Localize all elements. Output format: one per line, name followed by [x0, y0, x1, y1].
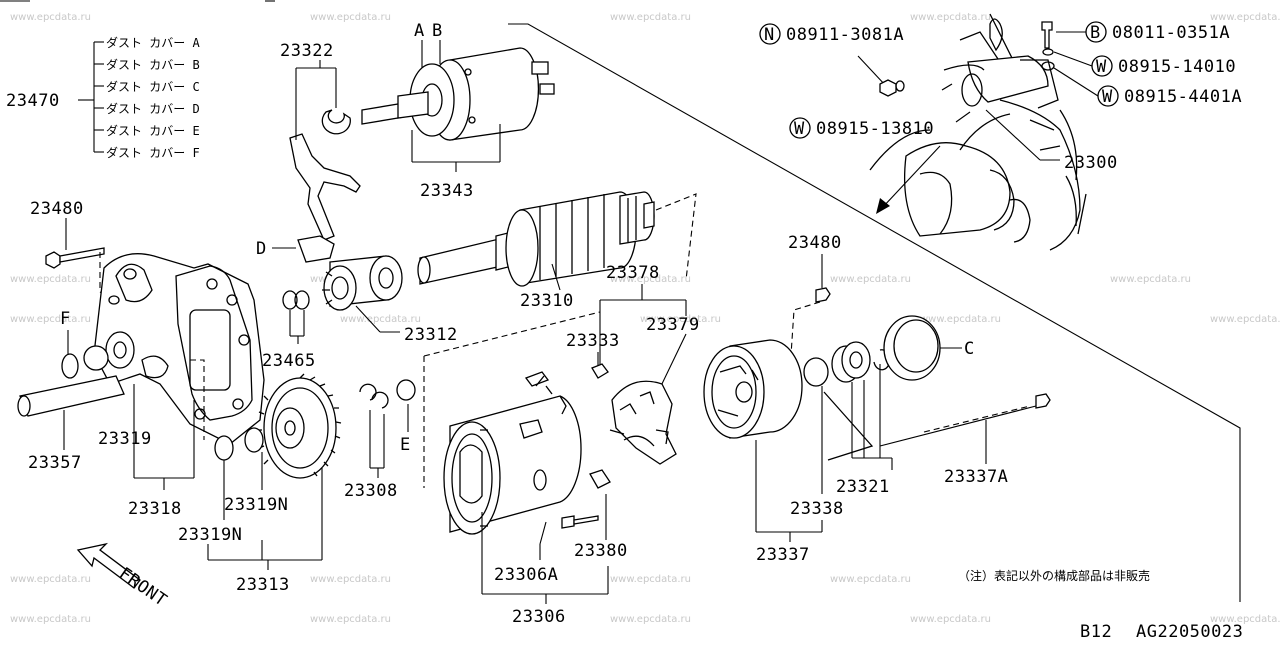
watermark: www.epcdata.ru — [830, 574, 911, 585]
diagram-code: AG22050023 — [1136, 622, 1243, 640]
part-number-label[interactable]: 08911-3081A — [786, 25, 904, 45]
part-number-label[interactable]: 23378 — [606, 263, 660, 283]
watermark: www.epcdata.ru — [1110, 274, 1191, 285]
badge-letter: B — [1090, 23, 1101, 43]
part-23308-clips: E 23308 — [344, 379, 416, 501]
watermark: www.epcdata.ru — [920, 314, 1001, 325]
badge-letter: W — [794, 119, 805, 139]
part-number-label[interactable]: 23343 — [420, 181, 474, 201]
part-23321-seals: 23338 C 23321 23337A — [790, 315, 1051, 519]
watermark: www.epcdata.ru — [10, 314, 91, 325]
marker-c: C — [964, 339, 975, 359]
dust-cover-item: ダスト カバー B — [106, 57, 200, 72]
part-23480-bolt-left: 23480 — [30, 199, 115, 301]
marker-e: E — [400, 435, 411, 455]
part-number-label[interactable]: 23300 — [1064, 153, 1118, 173]
part-number-label[interactable]: 23338 — [790, 499, 844, 519]
part-number-label[interactable]: 23321 — [836, 477, 890, 497]
part-number-label[interactable]: 23337A — [944, 467, 1008, 487]
part-number-label[interactable]: 08915-13810 — [816, 119, 934, 139]
badge-letter: N — [764, 25, 775, 45]
part-23337-end-frame: 23480 23337 — [703, 233, 842, 565]
part-23310-armature: 23310 — [417, 191, 697, 311]
part-23322-clip: 23322 — [280, 41, 361, 241]
dust-cover-list: 23470 ダスト カバー A ダスト カバー B ダスト カバー C ダスト … — [6, 35, 200, 160]
part-number-label[interactable]: 23470 — [6, 91, 60, 111]
part-number-label[interactable]: 23318 — [128, 499, 182, 519]
watermark: www.epcdata.ru — [1210, 614, 1280, 625]
note-text: （注）表記以外の構成部品は非販売 — [958, 568, 1150, 583]
watermark: www.epcdata.ru — [610, 274, 691, 285]
badge-n — [759, 23, 781, 45]
badge-letter: W — [1102, 87, 1113, 107]
part-number-label[interactable]: 23480 — [788, 233, 842, 253]
part-number-label[interactable]: 08915-14010 — [1118, 57, 1236, 77]
marker-a: A — [414, 21, 425, 41]
part-number-label[interactable]: 23465 — [262, 351, 316, 371]
part-number-label[interactable]: 23319N — [178, 525, 242, 545]
watermark: www.epcdata.ru — [310, 12, 391, 23]
drive-housing: F 23357 23319 23318 — [17, 253, 265, 519]
part-23312-pinion: D 23312 23465 — [256, 235, 458, 371]
part-23379-brush-holder: 23378 23379 23333 — [566, 263, 700, 465]
watermark: www.epcdata.ru — [10, 574, 91, 585]
part-number-label[interactable]: 23357 — [28, 453, 82, 473]
watermark: www.epcdata.ru — [910, 12, 991, 23]
marker-b: B — [432, 21, 443, 41]
front-arrow: FRONT — [76, 542, 171, 611]
dust-cover-item: ダスト カバー A — [106, 35, 200, 50]
marker-f: F — [60, 309, 71, 329]
watermark: www.epcdata.ru — [10, 274, 91, 285]
watermark: www.epcdata.ru — [310, 574, 391, 585]
watermark: www.epcdata.ru — [640, 314, 721, 325]
part-number-label[interactable]: 23379 — [646, 315, 700, 335]
part-number-label[interactable]: 23313 — [236, 575, 290, 595]
watermark: www.epcdata.ru — [610, 574, 691, 585]
installed-starter-view: 23300 — [869, 13, 1118, 251]
watermark: www.epcdata.ru — [1210, 12, 1280, 23]
part-number-label[interactable]: 23308 — [344, 481, 398, 501]
watermark: www.epcdata.ru — [910, 614, 991, 625]
part-23313-gear: 23319N 23319N 23313 — [178, 373, 342, 595]
watermark: www.epcdata.ru — [1210, 314, 1280, 325]
part-number-label[interactable]: 08011-0351A — [1112, 23, 1230, 43]
badge-w — [789, 117, 811, 139]
watermark: www.epcdata.ru — [610, 12, 691, 23]
badge-letter: W — [1096, 57, 1107, 77]
watermark: www.epcdata.ru — [610, 614, 691, 625]
part-number-label[interactable]: 23322 — [280, 41, 334, 61]
watermark: www.epcdata.ru — [340, 314, 421, 325]
part-23306-yoke: 23380 23306A 23306 — [423, 311, 628, 627]
part-number-label[interactable]: 23312 — [404, 325, 458, 345]
part-number-label[interactable]: 23306 — [512, 607, 566, 627]
watermark: www.epcdata.ru — [830, 274, 911, 285]
front-label: FRONT — [115, 564, 170, 611]
part-number-label[interactable]: 08915-4401A — [1124, 87, 1242, 107]
page-number: B12 — [1080, 622, 1112, 640]
watermark: www.epcdata.ru — [10, 614, 91, 625]
part-number-label[interactable]: 23319N — [224, 495, 288, 515]
part-number-label[interactable]: 23319 — [98, 429, 152, 449]
part-23343-solenoid: A B 23343 — [361, 21, 555, 201]
part-number-label[interactable]: 23337 — [756, 545, 810, 565]
fastener-callouts: N 08911-3081A B 08011-0351A W 08915-1401… — [759, 21, 1242, 139]
part-number-label[interactable]: 23306A — [494, 565, 558, 585]
dust-cover-item: ダスト カバー E — [106, 123, 200, 138]
watermark: www.epcdata.ru — [10, 12, 91, 23]
dust-cover-item: ダスト カバー D — [106, 101, 200, 116]
part-number-label[interactable]: 23333 — [566, 331, 620, 351]
part-number-label[interactable]: 23310 — [520, 291, 574, 311]
part-number-label[interactable]: 23480 — [30, 199, 84, 219]
dust-cover-item: ダスト カバー F — [106, 145, 200, 160]
dust-cover-item: ダスト カバー C — [106, 79, 200, 94]
part-number-label[interactable]: 23380 — [574, 541, 628, 561]
marker-d: D — [256, 239, 267, 259]
watermark: www.epcdata.ru — [310, 614, 391, 625]
